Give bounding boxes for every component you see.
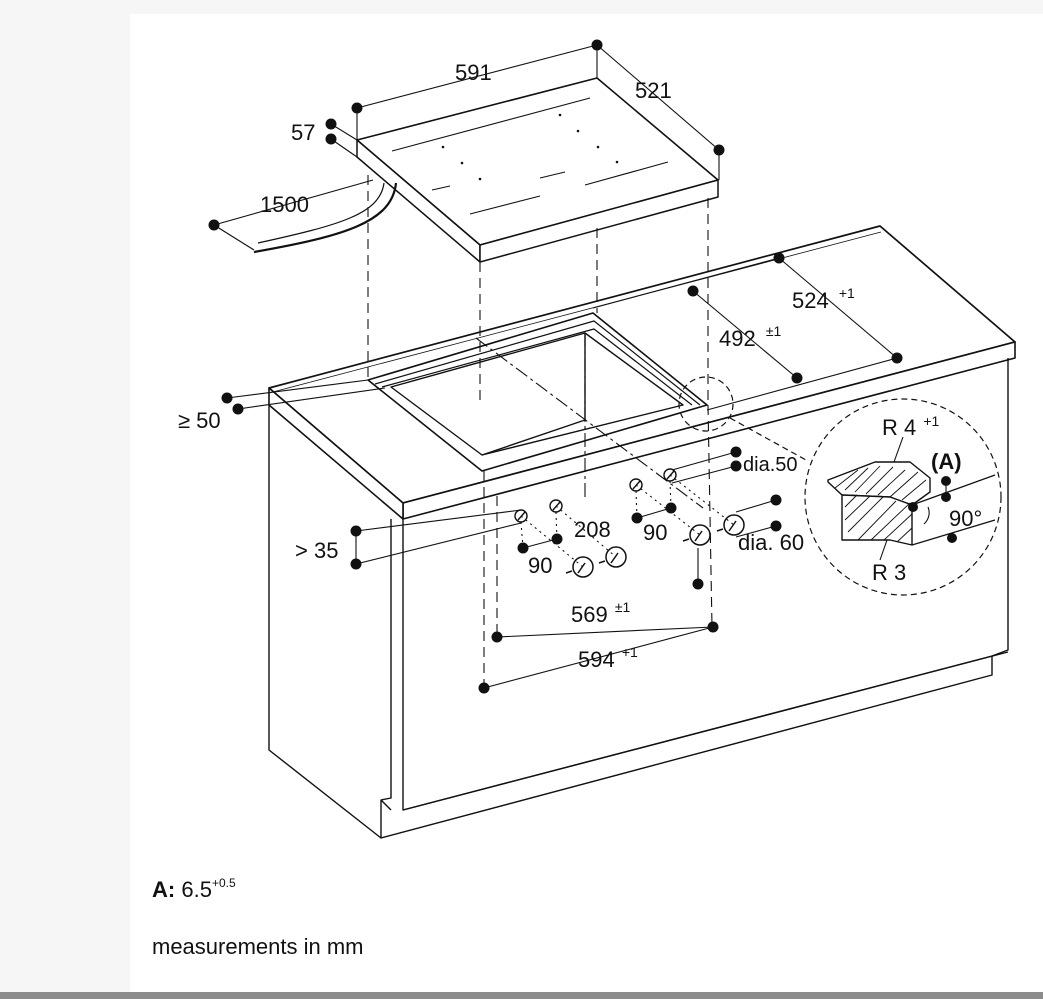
label-cooktop-depth: 521 <box>635 78 672 103</box>
cooktop <box>356 77 719 263</box>
label-hole-dia-large: dia. 60 <box>738 530 804 555</box>
detail-callout <box>678 376 1002 596</box>
label-knob-spacing-90-left: 90 <box>528 553 552 578</box>
label-cable-length: 1500 <box>260 192 309 217</box>
label-cutout-width: 594 +1 <box>578 644 638 672</box>
label-inner-width: 569 ±1 <box>571 599 631 627</box>
label-cooktop-height: 57 <box>291 120 315 145</box>
cooktop-surface-markings <box>391 97 669 215</box>
cutout-recess <box>367 312 708 472</box>
hatching <box>834 465 927 543</box>
label-cutout-depth: 524 +1 <box>792 285 855 313</box>
detail-labels: R 4 +1 (A) 90° R 3 <box>872 413 982 585</box>
bottom-bar <box>0 992 1043 999</box>
dimension-dots <box>208 39 903 694</box>
cooktop-control-dots <box>441 113 619 181</box>
power-cable <box>253 182 398 254</box>
projection-lines <box>367 175 713 688</box>
label-radius-top: R 4 +1 <box>882 413 940 440</box>
cabinet <box>268 358 1009 839</box>
detail-dots <box>908 476 957 543</box>
edge-profile-detail <box>827 436 996 561</box>
knob-guides <box>520 474 735 568</box>
note-a-label: A: <box>152 877 176 902</box>
note-dimension-a: A: 6.5+0.5 <box>152 876 236 903</box>
label-angle: 90° <box>949 506 982 531</box>
dimension-labels: 591 521 57 1500 524 +1 492 ±1 ≥ 50 > 35 … <box>178 60 855 672</box>
label-front-edge-min: ≥ 50 <box>178 408 221 433</box>
label-inner-depth: 492 ±1 <box>719 323 782 351</box>
label-knob-spacing-90-right: 90 <box>643 520 667 545</box>
centre-lines <box>475 333 704 509</box>
note-a-value: 6.5 <box>181 877 212 902</box>
label-radius-bottom: R 3 <box>872 560 906 585</box>
dimension-lines <box>213 44 898 689</box>
note-units: measurements in mm <box>152 934 364 959</box>
knobs <box>565 514 745 578</box>
label-cooktop-width: 591 <box>455 60 492 85</box>
label-detail-a: (A) <box>931 449 962 474</box>
label-hole-dia-small: dia.50 <box>743 454 798 476</box>
note-a-tolerance: +0.5 <box>211 876 236 890</box>
label-top-clearance: > 35 <box>295 538 338 563</box>
label-knob-spacing-208: 208 <box>574 517 611 542</box>
